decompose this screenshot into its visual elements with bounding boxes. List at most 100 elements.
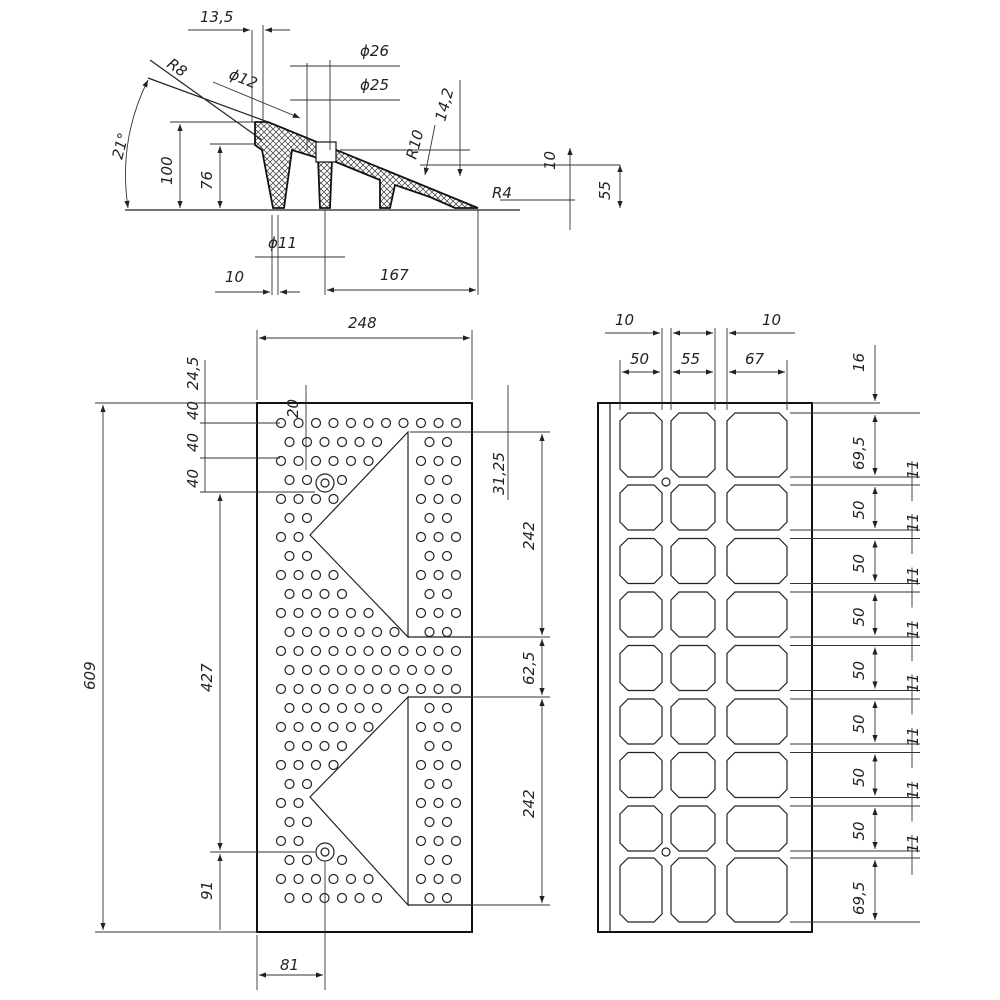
hole bbox=[450, 417, 462, 429]
hole bbox=[328, 569, 339, 581]
dim-11-rib: 11 bbox=[904, 673, 922, 692]
hole bbox=[293, 645, 304, 657]
hole bbox=[293, 417, 304, 429]
hole bbox=[433, 531, 444, 543]
dim-50-width: 50 bbox=[630, 350, 649, 368]
hole bbox=[284, 474, 295, 486]
hole-pattern bbox=[275, 417, 462, 904]
hole bbox=[433, 493, 444, 505]
hole bbox=[310, 759, 322, 771]
hole bbox=[415, 493, 427, 505]
hole bbox=[301, 740, 313, 752]
hole bbox=[310, 455, 322, 467]
hole bbox=[354, 436, 365, 448]
cell bbox=[670, 591, 716, 638]
hole bbox=[363, 607, 374, 619]
hole bbox=[319, 588, 330, 600]
hole bbox=[441, 550, 453, 562]
hole bbox=[424, 474, 435, 486]
hole bbox=[284, 626, 295, 638]
dim-10-right: 10 bbox=[541, 151, 559, 170]
hole bbox=[450, 455, 462, 467]
hole bbox=[336, 702, 348, 714]
hole bbox=[328, 493, 339, 505]
side-view: 13,5 ϕ26 ϕ25 R8 ϕ12 21° 100 76 14,2 R10 … bbox=[108, 8, 623, 295]
dim-r4: R4 bbox=[492, 184, 512, 202]
hole bbox=[284, 816, 295, 828]
hole bbox=[301, 626, 313, 638]
hole bbox=[275, 645, 287, 657]
hole bbox=[345, 455, 357, 467]
hole bbox=[310, 607, 322, 619]
hole bbox=[441, 740, 453, 752]
hole bbox=[441, 664, 453, 676]
hole bbox=[441, 474, 453, 486]
hole bbox=[389, 626, 400, 638]
hole bbox=[293, 835, 304, 847]
hole bbox=[336, 854, 348, 866]
dim-16: 16 bbox=[850, 353, 868, 372]
dim-67-width: 67 bbox=[745, 350, 765, 368]
hole bbox=[433, 873, 444, 885]
dim-248: 248 bbox=[348, 314, 377, 332]
cell bbox=[619, 857, 663, 923]
hole bbox=[424, 626, 435, 638]
cell bbox=[670, 698, 716, 745]
hole bbox=[371, 702, 383, 714]
dim-11-rib: 11 bbox=[904, 780, 922, 799]
hole bbox=[450, 531, 462, 543]
hole bbox=[371, 892, 383, 904]
dim-20: 20 bbox=[284, 399, 302, 418]
hole bbox=[433, 569, 444, 581]
hole bbox=[345, 645, 357, 657]
hole bbox=[424, 816, 435, 828]
hole bbox=[301, 816, 313, 828]
hole bbox=[441, 588, 453, 600]
hole bbox=[415, 873, 427, 885]
cell bbox=[670, 751, 716, 799]
dim-11-rib: 11 bbox=[904, 513, 922, 532]
dim-69-5-top: 69,5 bbox=[850, 437, 868, 470]
dim-427: 427 bbox=[198, 663, 216, 692]
hole bbox=[424, 664, 435, 676]
hole bbox=[354, 626, 365, 638]
hole bbox=[275, 835, 287, 847]
hole bbox=[398, 645, 409, 657]
cell bbox=[726, 805, 788, 852]
dim-10-right: 10 bbox=[762, 311, 781, 329]
dim-11-rib: 11 bbox=[904, 727, 922, 746]
hole bbox=[424, 512, 435, 524]
cell bbox=[619, 698, 663, 745]
hole bbox=[275, 531, 287, 543]
dim-r8: R8 bbox=[164, 55, 191, 81]
cell bbox=[726, 537, 788, 585]
hole bbox=[441, 892, 453, 904]
hole bbox=[424, 702, 435, 714]
cell bbox=[619, 644, 663, 692]
dim-r10: R10 bbox=[402, 128, 427, 161]
hole bbox=[310, 721, 322, 733]
dim-11-rib: 11 bbox=[904, 834, 922, 853]
hole bbox=[293, 569, 304, 581]
cell bbox=[726, 751, 788, 799]
hole bbox=[450, 607, 462, 619]
hole bbox=[415, 455, 427, 467]
hole bbox=[275, 797, 287, 809]
cell-grid bbox=[619, 412, 788, 923]
hole bbox=[450, 721, 462, 733]
hole bbox=[284, 892, 295, 904]
hole bbox=[433, 721, 444, 733]
dim-62-5: 62,5 bbox=[520, 652, 538, 685]
dim-50-row: 50 bbox=[850, 607, 868, 626]
hole bbox=[301, 512, 313, 524]
hole bbox=[328, 645, 339, 657]
hole bbox=[310, 493, 322, 505]
hole bbox=[415, 569, 427, 581]
hole bbox=[415, 835, 427, 847]
hole bbox=[284, 854, 295, 866]
hole bbox=[284, 436, 295, 448]
hole bbox=[301, 664, 313, 676]
dim-242-bottom: 242 bbox=[520, 789, 538, 818]
